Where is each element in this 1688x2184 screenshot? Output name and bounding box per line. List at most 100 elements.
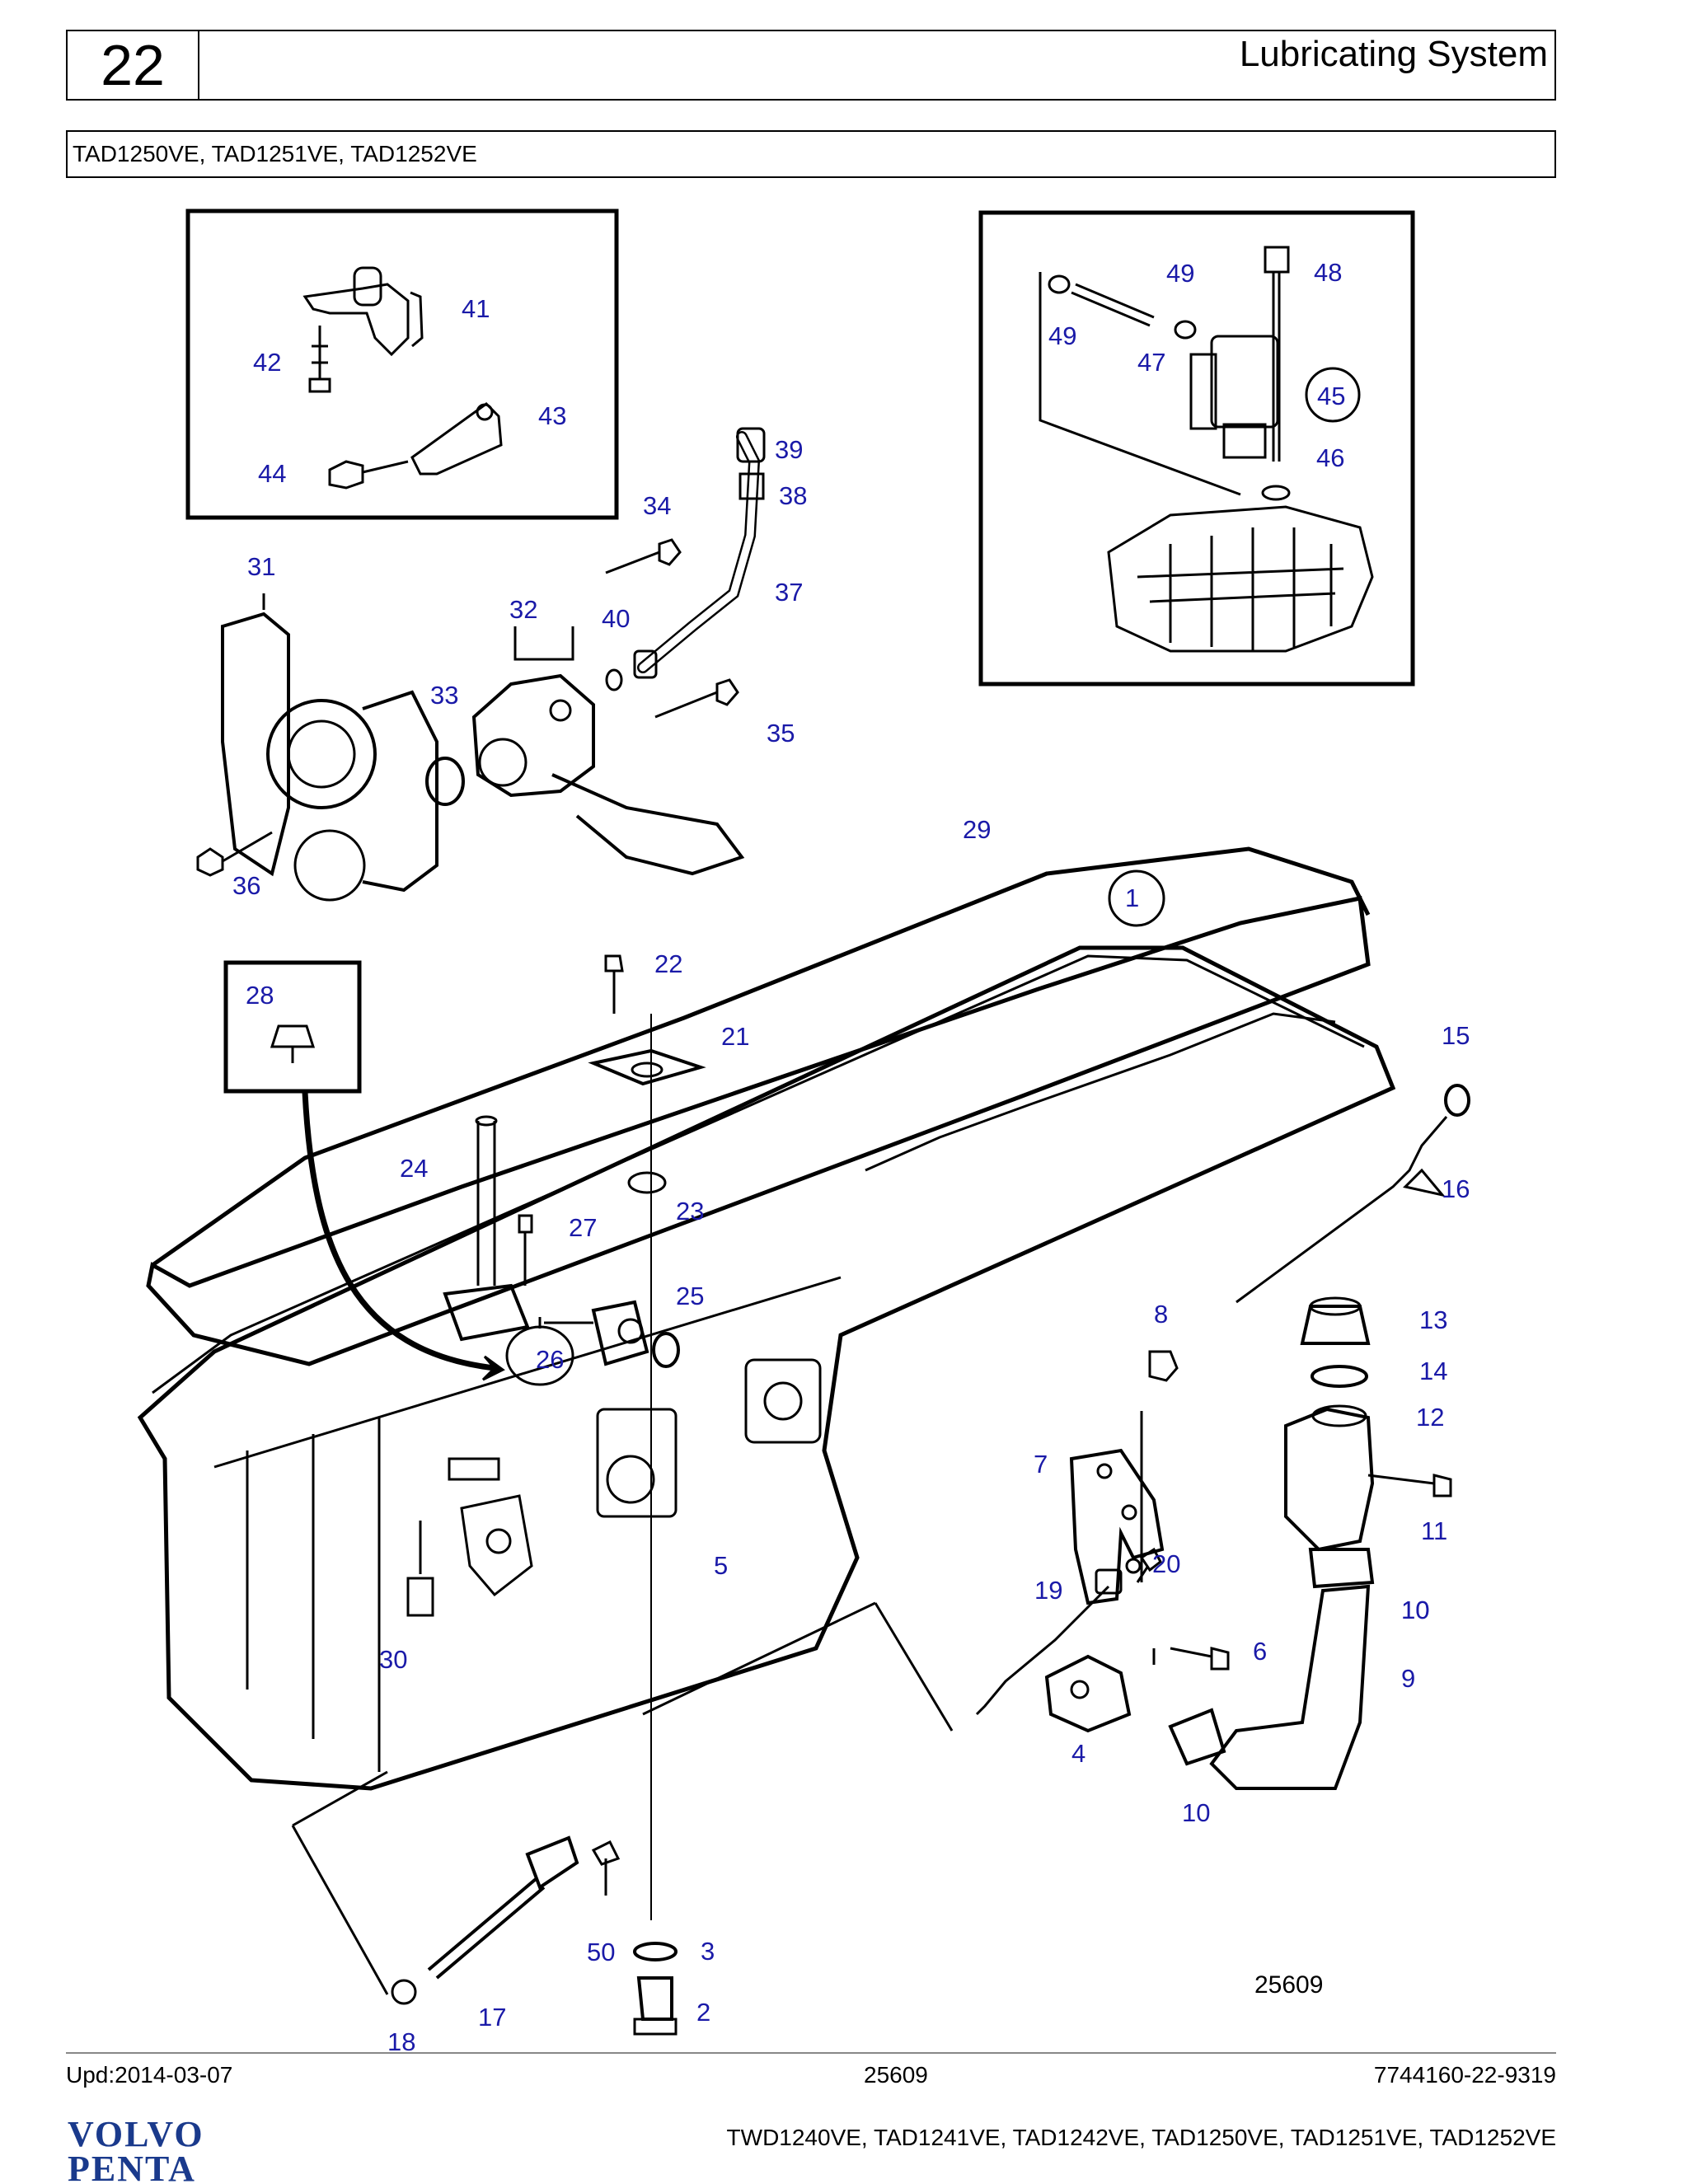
washer-3 (633, 1942, 678, 1961)
nozzle-pipe-41 (410, 291, 424, 348)
callout-36: 36 (232, 871, 260, 900)
pickup-24 (443, 1283, 530, 1342)
pump-body-32 (471, 673, 595, 798)
footer-document-number: 7744160-22-9319 (1373, 2062, 1556, 2088)
plug-30 (406, 1521, 434, 1617)
inset-box-clip (223, 960, 362, 1094)
logo-line-volvo: VOLVO (68, 2116, 204, 2154)
callout-4: 4 (1071, 1739, 1085, 1768)
callout-17: 17 (478, 2003, 506, 2032)
callout-20: 20 (1152, 1549, 1180, 1578)
footer-models: TWD1240VE, TAD1241VE, TAD1242VE, TAD1250… (726, 2125, 1556, 2150)
washer-49a (1048, 274, 1071, 294)
callout-49: 49 (1166, 259, 1194, 288)
callout-49: 49 (1048, 321, 1076, 350)
dipstick-16 (1236, 1116, 1448, 1304)
dipstick-tube-24 (476, 1121, 496, 1286)
filler-12 (1284, 1407, 1375, 1552)
callout-labels: 1234567891010101112131415161718192021222… (232, 258, 1470, 2052)
callout-2: 2 (696, 1998, 710, 2027)
callout-21: 21 (721, 1022, 749, 1051)
callout-41: 41 (462, 294, 490, 323)
callout-26: 26 (536, 1345, 564, 1374)
callout-32: 32 (509, 595, 537, 624)
nozzle-43 (410, 402, 503, 476)
callout-34: 34 (643, 491, 671, 520)
cable-19 (975, 1585, 1110, 1716)
washer-49b (1174, 320, 1197, 340)
pin-47 (1071, 283, 1155, 327)
callout-24: 24 (400, 1154, 428, 1183)
engine-block-sketch (1107, 505, 1374, 653)
clip-28 (270, 1024, 316, 1063)
callout-39: 39 (775, 435, 803, 464)
oring-23 (627, 1171, 667, 1194)
callout-6: 6 (1253, 1637, 1267, 1666)
pipe-end-39 (736, 427, 766, 463)
bolt-22 (604, 954, 624, 1014)
footer-divider (66, 2052, 1556, 2054)
callout-46: 46 (1316, 443, 1344, 472)
callout-15: 15 (1442, 1021, 1470, 1050)
cap-13 (1300, 1305, 1371, 1345)
nozzle-bore-41 (353, 266, 382, 307)
callout-10: 10 (1182, 1798, 1210, 1827)
footer-figure: 25609 (864, 2062, 928, 2088)
callout-31: 31 (247, 552, 275, 581)
callout-10: 10 (1401, 1596, 1429, 1624)
callout-47: 47 (1137, 348, 1165, 377)
seal-25b (505, 1325, 574, 1386)
valve-26 (591, 1300, 649, 1366)
callout-11: 11 (1421, 1516, 1447, 1545)
cover-plate-21 (588, 1048, 706, 1086)
callout-42: 42 (253, 348, 281, 377)
callout-50: 50 (587, 1938, 615, 1966)
callout-16: 16 (1442, 1174, 1470, 1203)
hose-9 (1209, 1584, 1371, 1790)
clamp-10b (1168, 1708, 1226, 1766)
section-header: 22 Lubricating System (66, 30, 1556, 101)
callout-45: 45 (1317, 382, 1345, 410)
callout-22: 22 (654, 949, 682, 978)
sensor-4 (1044, 1654, 1132, 1733)
pipe-sleeve-38 (738, 472, 765, 500)
oring-25 (652, 1332, 680, 1368)
callout-33: 33 (430, 681, 458, 710)
callout-28: 28 (246, 981, 274, 1010)
clamp-10a (1308, 1548, 1375, 1589)
bracket-7 (1069, 1448, 1165, 1605)
volvo-penta-logo: VOLVO PENTA (68, 2116, 204, 2184)
section-title: Lubricating System (1239, 34, 1548, 74)
pump-gear-31 (266, 699, 377, 809)
callout-14: 14 (1419, 1357, 1447, 1385)
nut-8 (1148, 1350, 1179, 1382)
arrow-28 (302, 1091, 495, 1371)
footer-updated: Upd:2014-03-07 (66, 2062, 233, 2088)
bolt-27 (518, 1214, 533, 1286)
callout-7: 7 (1034, 1450, 1048, 1479)
bracket-side (460, 1494, 533, 1597)
gasket-29 (146, 846, 1371, 1366)
callout-29: 29 (963, 815, 991, 844)
callout-19: 19 (1034, 1576, 1062, 1605)
callout-1: 1 (1125, 883, 1139, 912)
callout-44: 44 (258, 459, 286, 488)
inset-box-oil-nozzle (185, 209, 619, 520)
valve-housing-45 (1210, 335, 1279, 429)
callout-43: 43 (538, 401, 566, 430)
bolt-50 (591, 1840, 621, 1896)
bolt-36 (196, 831, 273, 877)
callout-23: 23 (676, 1197, 704, 1226)
bolt-11 (1367, 1474, 1452, 1497)
callout-37: 37 (775, 578, 803, 607)
callout-25: 25 (676, 1282, 704, 1310)
bolt-42 (308, 326, 331, 393)
strainer-17 (427, 1877, 546, 1980)
callout-5: 5 (714, 1551, 728, 1580)
bolt-34 (605, 538, 682, 574)
callout-8: 8 (1154, 1300, 1168, 1329)
nozzle-bracket-41 (302, 283, 410, 357)
bolt-6 (1170, 1647, 1230, 1671)
callout-3: 3 (701, 1937, 715, 1966)
callout-10: 10 (1401, 1596, 1429, 1624)
